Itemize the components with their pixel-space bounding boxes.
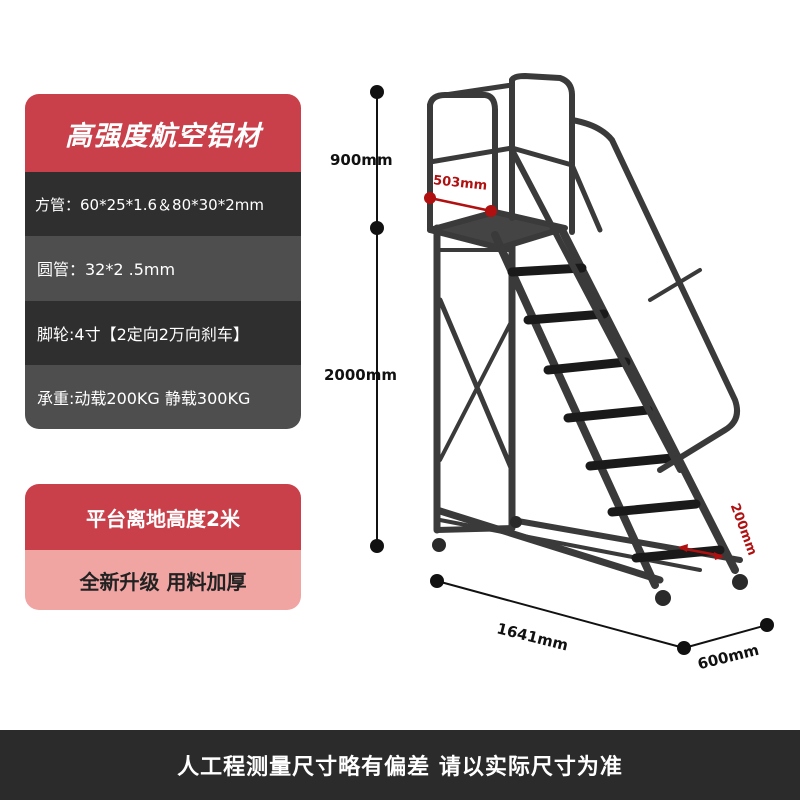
- ladder-frame: [427, 73, 743, 589]
- promo-panel: 平台离地高度2米 全新升级 用料加厚: [25, 484, 301, 610]
- promo-platform-height: 平台离地高度2米: [25, 484, 301, 550]
- promo-upgrade: 全新升级 用料加厚: [25, 550, 301, 610]
- dim-handrail-height: 900mm: [330, 151, 393, 169]
- platform-width-marker: [424, 192, 497, 217]
- step-depth-marker: [678, 544, 724, 560]
- footer-disclaimer: 人工程测量尺寸略有偏差 请以实际尺寸为准: [0, 730, 800, 800]
- vertical-dimension-line: [370, 85, 384, 553]
- base-dimension-lines: [430, 574, 774, 655]
- dim-platform-height: 2000mm: [324, 366, 398, 384]
- spec-round-tube: 圆管：32*2 .5mm: [25, 236, 301, 301]
- spec-title: 高强度航空铝材: [25, 94, 301, 172]
- spec-casters: 脚轮:4寸【2定向2万向刹车】: [25, 300, 301, 365]
- spec-square-tube: 方管：60*25*1.6＆80*30*2mm: [25, 172, 301, 237]
- spec-load: 承重:动载200KG 静载300KG: [25, 364, 301, 429]
- caster-wheels: [432, 516, 748, 606]
- spec-panel: 高强度航空铝材 方管：60*25*1.6＆80*30*2mm 圆管：32*2 .…: [25, 94, 301, 429]
